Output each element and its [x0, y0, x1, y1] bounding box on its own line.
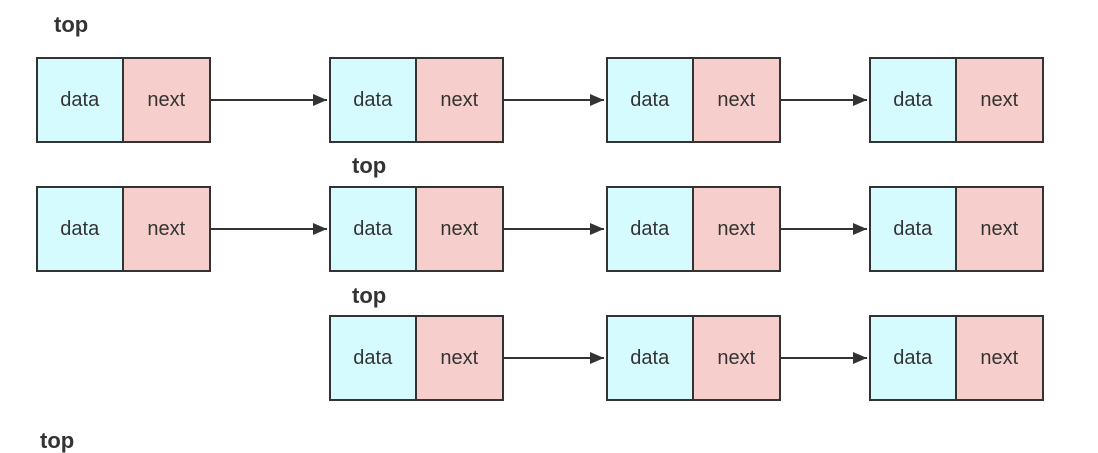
node-next-cell: next	[123, 59, 209, 141]
node-next-cell: next	[693, 188, 779, 270]
node-next-cell: next	[416, 188, 502, 270]
node-data-cell: data	[608, 188, 694, 270]
node-next-cell: next	[693, 317, 779, 399]
list-node: data next	[36, 57, 211, 143]
top-label-row-3: top	[352, 283, 387, 308]
list-node: data next	[36, 186, 211, 272]
node-next-cell: next	[693, 59, 779, 141]
node-data-cell: data	[871, 188, 957, 270]
node-data-cell: data	[608, 59, 694, 141]
node-data-cell: data	[871, 317, 957, 399]
node-next-cell: next	[123, 188, 209, 270]
cut-off-label: top	[40, 428, 75, 453]
node-data-cell: data	[38, 59, 124, 141]
node-next-cell: next	[956, 317, 1042, 399]
list-node: data next	[869, 57, 1044, 143]
list-node: data next	[869, 315, 1044, 401]
pointer-arrows	[211, 94, 867, 364]
node-data-cell: data	[38, 188, 124, 270]
list-node: data next	[606, 315, 781, 401]
list-node: data next	[869, 186, 1044, 272]
node-data-cell: data	[331, 188, 417, 270]
node-data-cell: data	[331, 317, 417, 399]
list-node: data next	[329, 186, 504, 272]
list-node: data next	[606, 57, 781, 143]
node-next-cell: next	[956, 188, 1042, 270]
node-data-cell: data	[331, 59, 417, 141]
node-next-cell: next	[416, 59, 502, 141]
list-node: data next	[606, 186, 781, 272]
node-next-cell: next	[416, 317, 502, 399]
top-label-row-1: top	[54, 12, 89, 37]
node-data-cell: data	[871, 59, 957, 141]
top-label-row-2: top	[352, 153, 387, 178]
node-data-cell: data	[608, 317, 694, 399]
list-node: data next	[329, 315, 504, 401]
list-node: data next	[329, 57, 504, 143]
node-next-cell: next	[956, 59, 1042, 141]
